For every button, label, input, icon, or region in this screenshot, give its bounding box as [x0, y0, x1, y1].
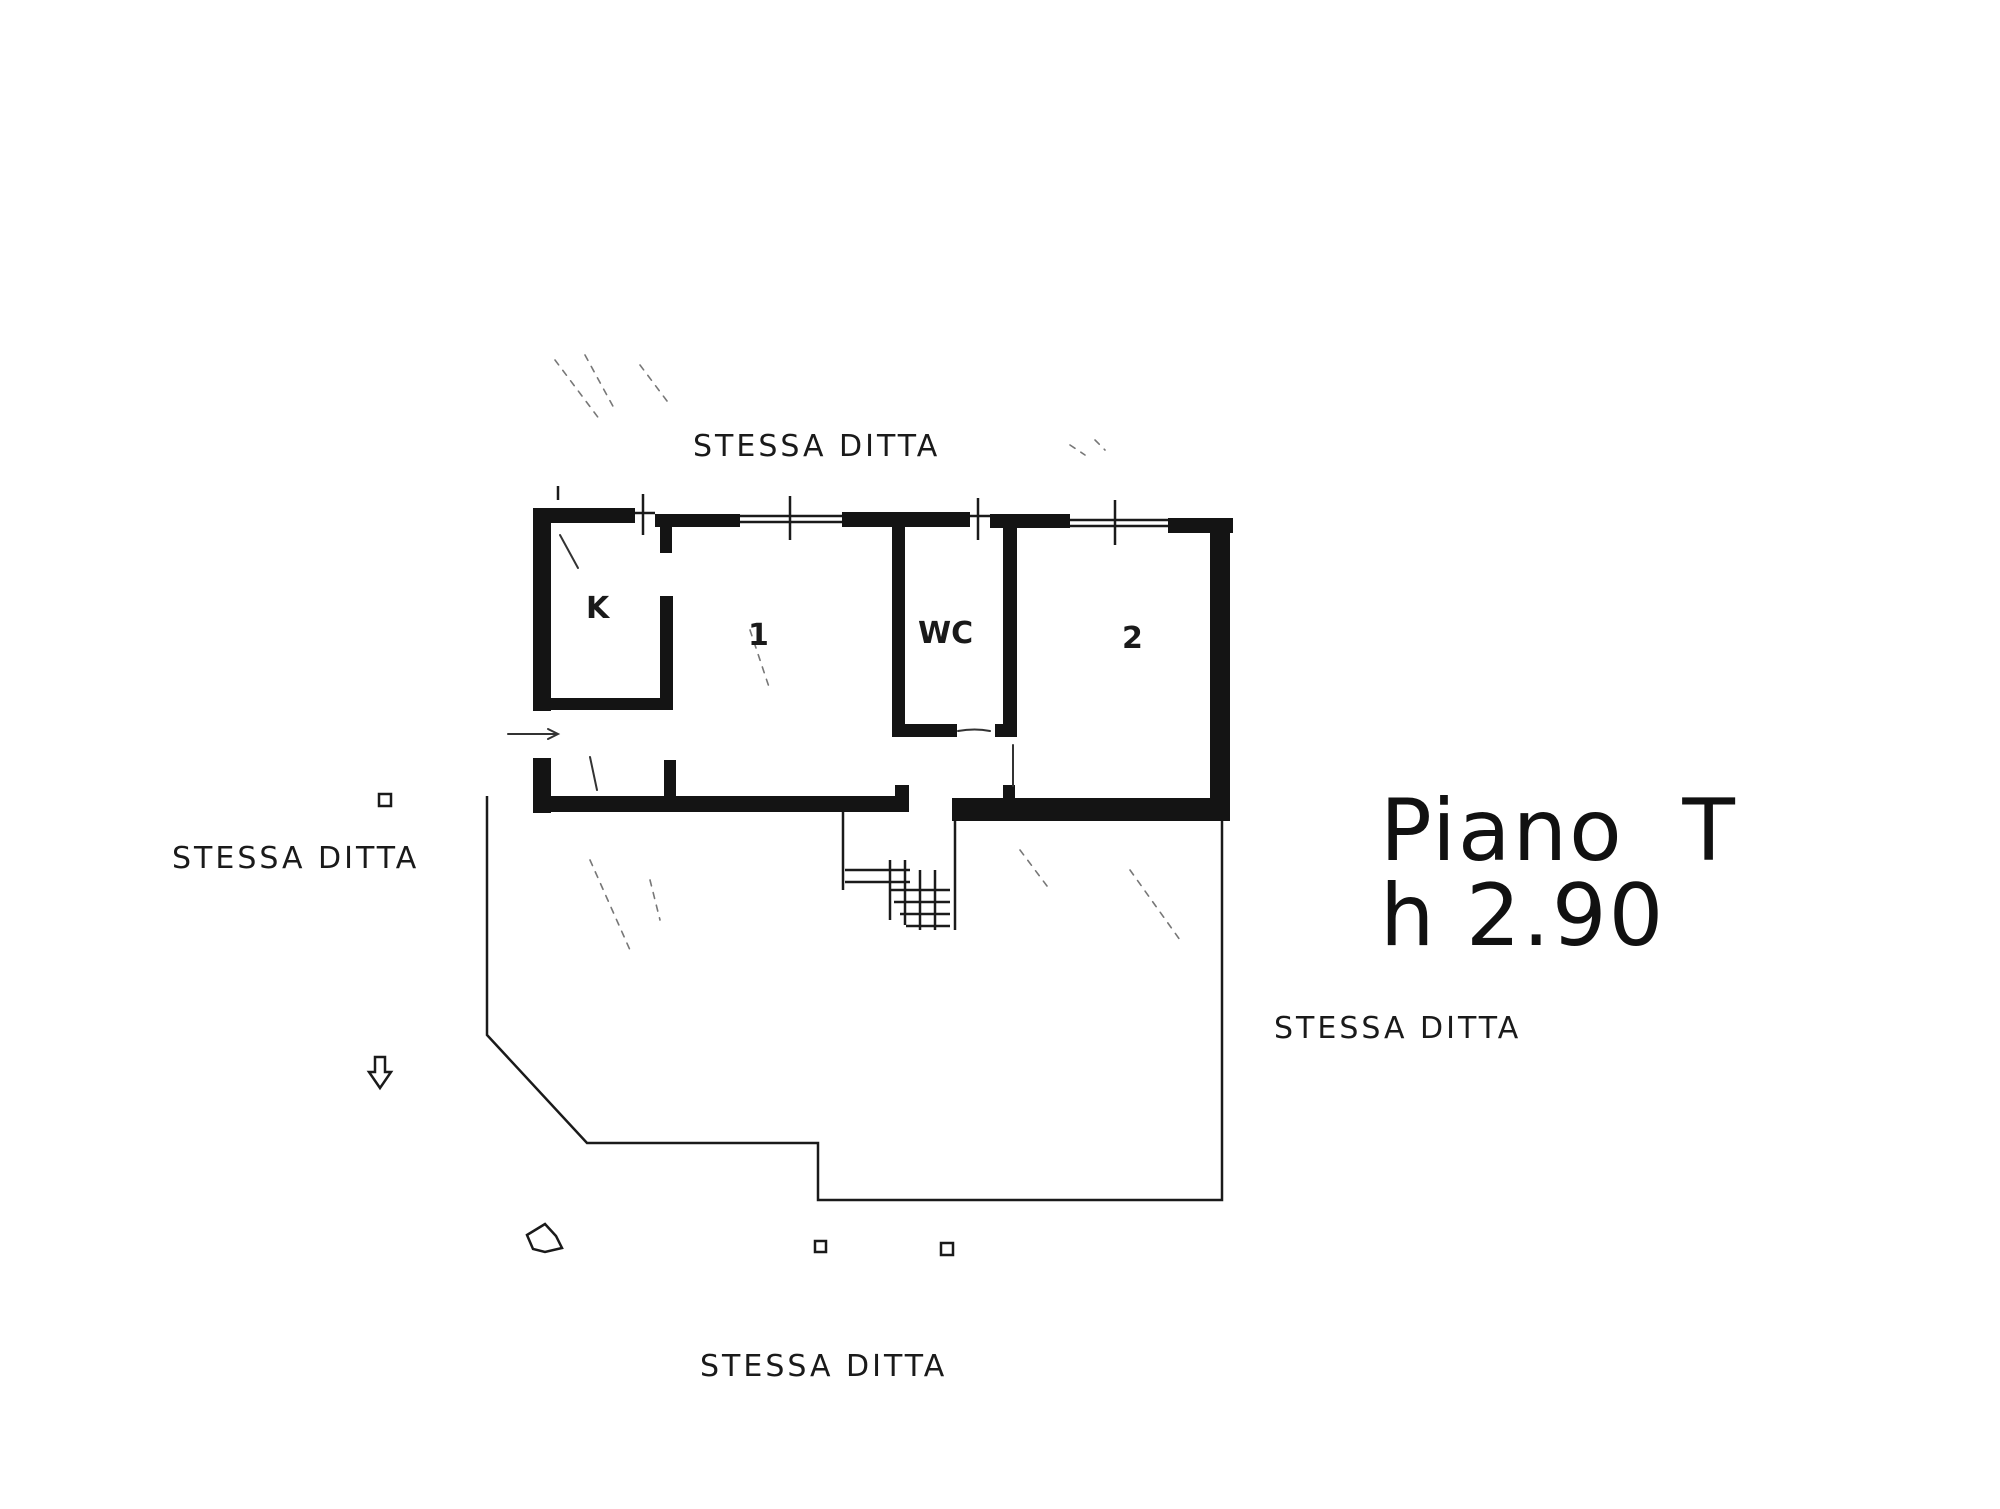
windows [556, 486, 1168, 545]
neighbor-label-bottom: STESSA DITTA [700, 1349, 947, 1384]
room-label-2: 2 [1122, 621, 1143, 656]
floor-title: Piano T [1380, 781, 1737, 881]
neighbor-label-right: STESSA DITTA [1274, 1011, 1521, 1046]
floor-height: h 2.90 [1380, 866, 1665, 966]
doors [507, 534, 1014, 791]
staircase [841, 812, 957, 930]
room-label-1: 1 [748, 618, 769, 653]
room-label-wc: WC [918, 616, 973, 651]
neighbor-label-top: STESSA DITTA [693, 429, 940, 464]
walls [533, 508, 1233, 821]
markers [366, 792, 955, 1257]
scan-marks [554, 354, 1181, 951]
neighbor-label-left: STESSA DITTA [172, 841, 419, 876]
terrace-outline [485, 796, 1224, 1202]
room-label-kitchen: K [586, 591, 611, 626]
